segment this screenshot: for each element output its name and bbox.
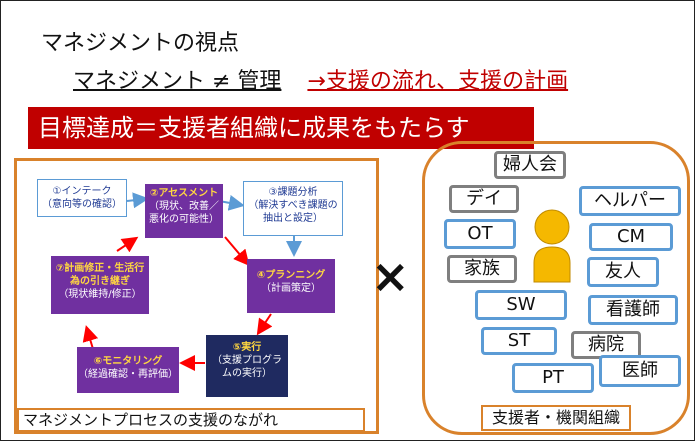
actor-helper: ヘルパー	[579, 186, 681, 216]
step-name: インテーク	[61, 186, 112, 197]
step-intake: ①インテーク （意向等の確認）	[37, 179, 127, 217]
actor-day: デイ	[449, 185, 519, 213]
actor-sw: SW	[475, 290, 567, 320]
subtitle-right: →支援の流れ、支援の計画	[307, 69, 569, 94]
arrow-2-4	[224, 236, 250, 267]
step-num: ①	[52, 186, 62, 197]
step-name: アセスメント	[158, 188, 219, 199]
step-name: 計画修正・生活行為の引き継ぎ	[64, 263, 145, 287]
actor-cm: CM	[589, 223, 673, 251]
step-num: ⑦	[55, 263, 65, 274]
step-num: ④	[256, 270, 266, 281]
step-assessment: ②アセスメント （現状、改善／悪化の可能性）	[145, 184, 223, 238]
actor-hospital: 病院	[571, 331, 641, 359]
step-revision: ⑦計画修正・生活行為の引き継ぎ （現状維持/修正）	[51, 256, 149, 314]
step-execution: ⑤実行 （支援プログラムの実行）	[206, 335, 288, 397]
actor-st: ST	[481, 327, 557, 355]
subtitle: マネジメント ≠ 管理 →支援の流れ、支援の計画	[73, 63, 568, 95]
times-operator: ×	[371, 249, 410, 303]
step-planning: ④プランニング （計画策定）	[247, 259, 335, 313]
subtitle-left: マネジメント ≠ 管理	[73, 69, 282, 94]
step-name: 実行	[241, 342, 262, 353]
step-name: 課題分析	[277, 187, 318, 198]
step-monitoring: ⑥モニタリング （経過確認・再評価）	[77, 347, 179, 393]
actor-doctor: 医師	[599, 355, 681, 387]
actor-family: 家族	[447, 255, 517, 283]
step-detail: （意向等の確認）	[42, 199, 122, 210]
step-analysis: ③課題分析 （解決すべき課題の抽出と設定）	[243, 181, 343, 236]
step-num: ⑥	[93, 356, 103, 367]
actor-ot: OT	[444, 219, 516, 249]
process-caption: マネジメントプロセスの支援のながれ	[17, 408, 365, 432]
arrow-1-2	[126, 192, 149, 209]
step-detail: （現状維持/修正）	[58, 289, 142, 300]
step-detail: （経過確認・再評価）	[78, 369, 178, 380]
actor-fujinkai: 婦人会	[494, 151, 566, 179]
process-panel	[14, 158, 379, 434]
actors-panel	[422, 141, 690, 435]
actors-caption: 支援者・機関組織	[481, 405, 631, 431]
page-title: マネジメントの視点	[41, 31, 240, 56]
step-num: ⑤	[232, 342, 242, 353]
actor-nurse: 看護師	[588, 295, 678, 325]
step-detail: （現状、改善／悪化の可能性）	[149, 201, 219, 225]
actor-pt: PT	[512, 363, 594, 393]
step-detail: （計画策定）	[261, 283, 321, 294]
step-num: ②	[149, 188, 159, 199]
step-name: プランニング	[265, 270, 326, 281]
step-name: モニタリング	[102, 356, 163, 367]
step-num: ③	[268, 187, 278, 198]
arrow-7-2	[116, 236, 139, 253]
arrow-6-7	[82, 325, 99, 350]
step-detail: （支援プログラムの実行）	[212, 355, 282, 379]
actor-friend: 友人	[587, 257, 659, 287]
step-detail: （解決すべき課題の抽出と設定）	[248, 200, 338, 224]
arrow-4-5	[256, 313, 273, 336]
